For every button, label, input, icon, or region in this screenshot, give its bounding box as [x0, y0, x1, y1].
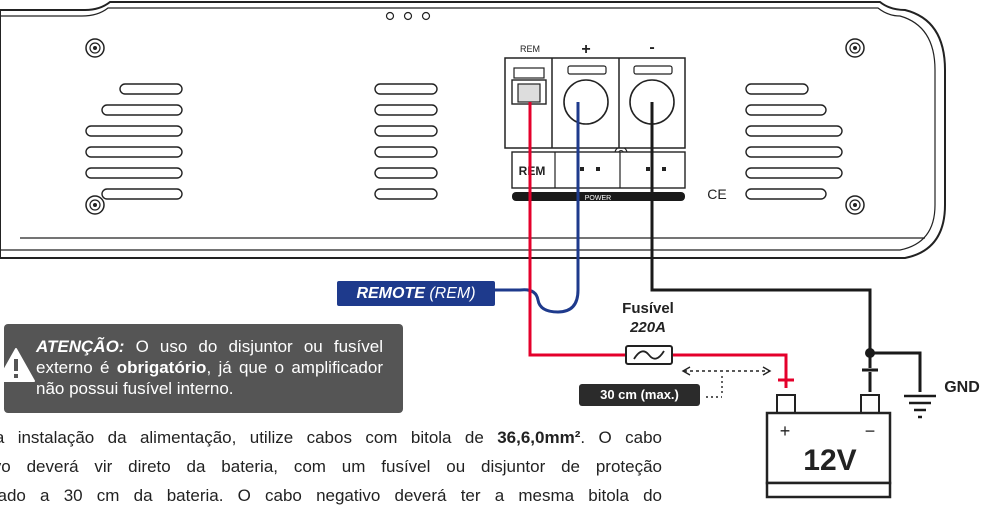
- instructions-line-1-end: . O cabo: [580, 428, 662, 447]
- remote-label-rest: (REM): [424, 285, 476, 302]
- warning-triangle-icon: [0, 348, 35, 382]
- instructions-line-3: alizado a 30 cm da bateria. O cabo negat…: [0, 486, 662, 505]
- warning-title: ATENÇÃO:: [36, 337, 125, 356]
- plus-terminal-label: +: [581, 41, 590, 58]
- fuse-title: Fusível: [622, 300, 674, 317]
- battery-voltage: 12V: [803, 444, 856, 477]
- distance-label: 30 cm (max.): [579, 384, 700, 406]
- vent-left: [85, 83, 183, 200]
- rem-terminal-label: REM: [520, 44, 540, 54]
- ground-wire: [650, 102, 922, 392]
- gnd-label: GND: [944, 379, 980, 396]
- instructions-text: a a instalação da alimentação, utilize c…: [0, 423, 662, 510]
- battery-plus-label: +: [780, 421, 791, 441]
- instructions-line-2: sitivo deverá vir direto da bateria, com…: [0, 457, 662, 476]
- ground-junction: [865, 348, 875, 358]
- panel-rem-label: REM: [519, 164, 546, 178]
- positive-wire: [528, 102, 626, 357]
- fuse-icon: [625, 345, 673, 365]
- minus-terminal-label: -: [649, 39, 654, 56]
- instructions-line-1: a a instalação da alimentação, utilize c…: [0, 423, 662, 452]
- amplifier-body: [0, 0, 946, 259]
- fuse-label: Fusível 220A: [598, 299, 698, 337]
- warning-text-2: , já que o amplificador não possui fusív…: [36, 358, 383, 398]
- ce-mark: CE: [707, 186, 726, 202]
- remote-label: REMOTE (REM): [337, 281, 495, 306]
- vent-right: [745, 83, 843, 200]
- warning-box: ATENÇÃO: O uso do disjuntor ou fusível e…: [0, 324, 403, 413]
- amplifier-screws: [85, 38, 865, 215]
- distance-arrow-icon: [681, 366, 772, 398]
- power-terminal-block: [504, 57, 686, 201]
- remote-label-bold: REMOTE: [356, 285, 425, 302]
- battery-icon: [765, 394, 892, 499]
- positive-marker-icon: [778, 372, 794, 388]
- panel-power-label: POWER: [585, 195, 611, 202]
- warning-bold: obrigatório: [116, 358, 207, 377]
- instructions-line-1-bold: 36,6,0mm²: [497, 428, 581, 447]
- vent-center: [374, 83, 438, 200]
- instructions-line-1-start: a a instalação da alimentação, utilize c…: [0, 428, 498, 447]
- battery-minus-label: −: [865, 421, 876, 441]
- warning-text-1: O uso do disjuntor ou fusível externo é: [36, 337, 383, 377]
- ground-symbol-icon: [904, 394, 936, 419]
- fuse-rating: 220A: [630, 319, 666, 336]
